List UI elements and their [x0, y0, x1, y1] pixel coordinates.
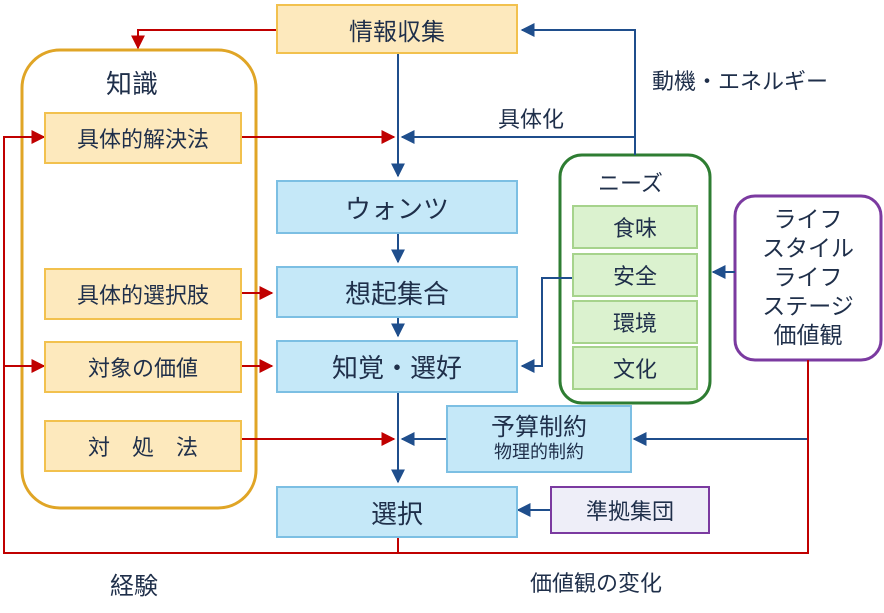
lifestyle-line: ライフ [773, 265, 843, 291]
wants-box: ウォンツ [276, 180, 518, 234]
feedback-lines [3, 29, 809, 554]
lifestyle-line: 価値観 [773, 323, 843, 349]
value-change-label: 価値観の変化 [530, 572, 663, 597]
motivation-lines [400, 23, 636, 155]
needs-item-safety: 安全 [572, 253, 698, 297]
needs-item-taste: 食味 [572, 205, 698, 249]
knowledge-item-specific-options: 具体的選択肢 [44, 268, 242, 320]
lifestyle-line: ライフ [773, 207, 843, 233]
knowledge-title: 知識 [106, 70, 159, 100]
lifestyle-text: ライフ スタイル ライフ ステージ 価値観 [738, 206, 878, 351]
knowledge-item-coping: 対 処 法 [44, 420, 242, 472]
concretize-label: 具体化 [498, 108, 565, 133]
choice-box: 選択 [276, 486, 518, 538]
physical-constraint-label: 物理的制約 [494, 442, 584, 463]
reference-group-box: 準拠集団 [550, 486, 710, 534]
budget-constraint-box: 予算制約 物理的制約 [446, 405, 632, 473]
perception-preference-box: 知覚・選好 [276, 340, 518, 393]
needs-item-environment: 環境 [572, 300, 698, 344]
motivation-label: 動機・エネルギー [652, 70, 829, 95]
info-collection-box: 情報収集 [276, 4, 518, 54]
lifestyle-line: ステージ [762, 294, 854, 320]
needs-to-perception-line [520, 277, 572, 373]
knowledge-item-specific-solution: 具体的解決法 [44, 112, 242, 164]
lifestyle-line: スタイル [762, 236, 854, 262]
knowledge-frame [20, 48, 258, 510]
experience-label: 経験 [110, 572, 158, 600]
needs-title: ニーズ [598, 172, 663, 197]
budget-constraint-label: 予算制約 [491, 413, 587, 441]
evoked-set-box: 想起集合 [276, 266, 518, 318]
knowledge-item-object-value: 対象の価値 [44, 341, 242, 393]
needs-item-culture: 文化 [572, 346, 698, 390]
